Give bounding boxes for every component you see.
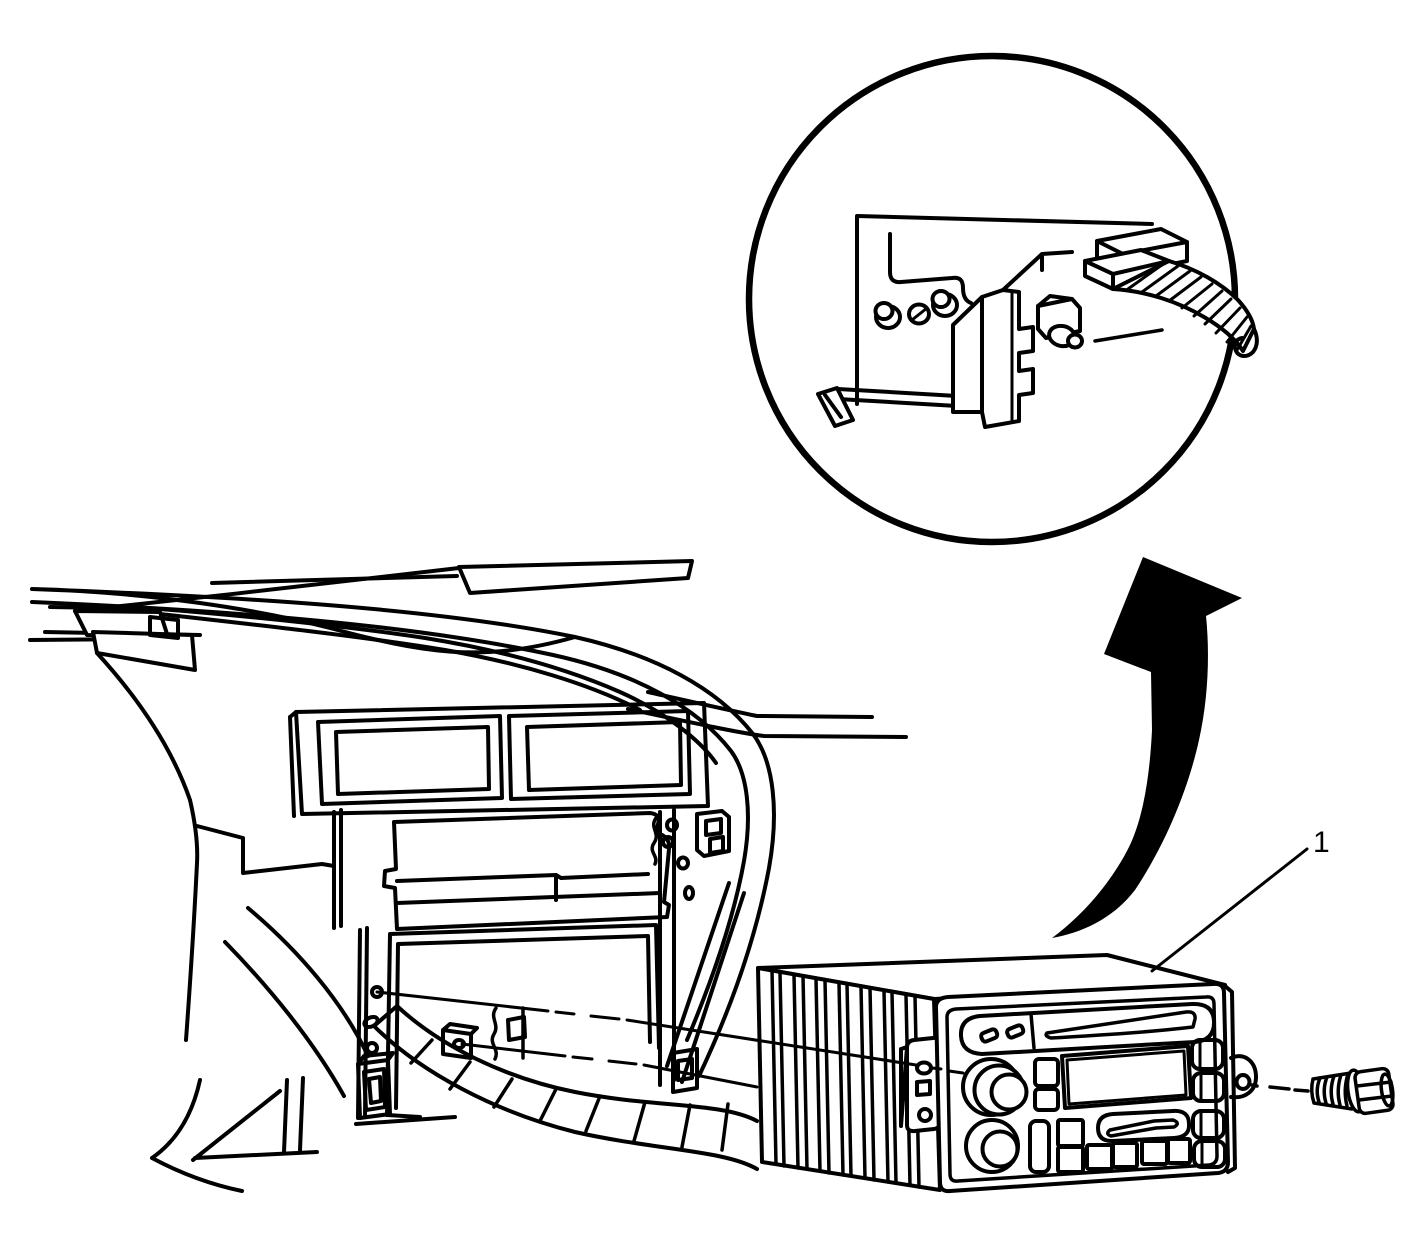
- dash-small-hole: [365, 1041, 379, 1055]
- harness-lower-edge: [372, 1024, 759, 1171]
- radio-display: [1060, 1044, 1193, 1110]
- tape-slot-opening: [1106, 1118, 1179, 1138]
- rear-panel: [855, 214, 1154, 406]
- alignment-leader-lines: [375, 990, 965, 1089]
- side-button[interactable]: [1190, 1038, 1225, 1071]
- lower-left-lines: [150, 1076, 319, 1193]
- wiring-harness: [372, 1004, 759, 1171]
- radio-cavity: [382, 811, 672, 931]
- detail-callout: [745, 52, 1259, 546]
- square-button[interactable]: [1166, 1137, 1192, 1165]
- eject-button[interactable]: [979, 1027, 1000, 1044]
- dash-screw-hole: [676, 855, 690, 871]
- leader-line-b: [460, 1042, 759, 1089]
- dash-connector-detail: [704, 817, 725, 855]
- zoom-arrow: [1052, 557, 1242, 938]
- wire-loom-tail: [1232, 327, 1259, 358]
- side-button[interactable]: [1191, 1071, 1226, 1103]
- screw-head-face: [1379, 1072, 1395, 1108]
- harness-upper-edge: [395, 1004, 759, 1123]
- screw-threads: [1315, 1072, 1350, 1108]
- rear-screw-slot: [910, 306, 929, 322]
- wire-squiggle: [650, 816, 659, 866]
- radio-display-inner: [1065, 1049, 1188, 1106]
- square-button[interactable]: [1111, 1141, 1139, 1169]
- harness-end: [372, 1004, 399, 1028]
- guide-stud-tip: [1066, 332, 1084, 350]
- right-vent-inner: [525, 720, 683, 792]
- comb-bracket: [980, 288, 1035, 429]
- line-art: 1: [28, 52, 1395, 1194]
- preset-button[interactable]: [1033, 1057, 1060, 1088]
- callout-1-label: 1: [1313, 826, 1330, 859]
- wire-loom-strands: [1126, 260, 1253, 352]
- rear-foot: [816, 386, 855, 428]
- dash-top-curve: [131, 609, 642, 712]
- tape-slot: [1096, 1108, 1192, 1143]
- lower-cavity: [385, 923, 661, 1117]
- mounting-screw: [1250, 1066, 1395, 1116]
- callout-1-leader: [1150, 847, 1309, 973]
- defroster-strip: [457, 559, 694, 595]
- ear-square-hole: [915, 1079, 932, 1097]
- volume-knob-face[interactable]: [989, 1072, 1029, 1112]
- rear-panel-flange: [888, 232, 973, 305]
- stack-frame: [332, 808, 369, 1120]
- right-vent: [507, 709, 692, 801]
- ear-lower-hole: [917, 1107, 933, 1123]
- side-button[interactable]: [1192, 1139, 1227, 1169]
- cd-slot-divider: [1029, 1012, 1036, 1050]
- square-button[interactable]: [1056, 1145, 1085, 1174]
- upper-left-diagonal: [73, 566, 461, 613]
- dash-step-lines: [195, 824, 336, 875]
- wire-flag: [506, 1015, 527, 1042]
- dash-end-cap-box: [148, 615, 180, 640]
- rear-bolt-head: [930, 289, 952, 309]
- screw-leader-dashes: [1250, 1083, 1310, 1093]
- door-sill-line: [646, 690, 874, 719]
- chassis-step: [1001, 250, 1074, 292]
- leader-line-a: [375, 990, 965, 1075]
- tall-button[interactable]: [1028, 1119, 1051, 1174]
- eject-button[interactable]: [1005, 1023, 1026, 1040]
- cd-slot-opening: [1044, 1010, 1197, 1040]
- instrument-panel: [28, 559, 908, 1193]
- callout-1: 1: [1150, 826, 1330, 973]
- wire-grommet: [661, 835, 675, 849]
- chassis-under-edge: [1093, 328, 1164, 343]
- dash-left-pillar: [95, 651, 200, 1042]
- screw-tab: [1229, 1054, 1258, 1100]
- switch-opening: [356, 1051, 395, 1120]
- screw-head-facets: [1355, 1080, 1394, 1102]
- radio-unit: [756, 953, 1258, 1194]
- lower-connector: [671, 1047, 699, 1094]
- screw-tab-hole: [1234, 1073, 1252, 1091]
- windshield-line: [210, 574, 459, 585]
- dash-screw-hole: [683, 885, 695, 901]
- left-vent-inner: [334, 725, 491, 796]
- dash-top-curve: [30, 600, 750, 1042]
- knee-bolster-curve: [223, 940, 346, 1098]
- side-button[interactable]: [1191, 1109, 1226, 1140]
- rear-bolt-head: [873, 301, 895, 321]
- left-vent: [316, 714, 504, 806]
- lower-cavity-bottom: [354, 1113, 457, 1126]
- faceplate-right-side: [1223, 984, 1237, 1174]
- harness-segments: [409, 1038, 730, 1152]
- preset-button[interactable]: [1033, 1087, 1060, 1112]
- cavity-shelf: [395, 872, 662, 905]
- cd-slot: [958, 1001, 1217, 1056]
- door-sill-line: [626, 707, 908, 739]
- vent-surround: [288, 701, 710, 818]
- tuner-knob-face[interactable]: [980, 1129, 1020, 1169]
- comb-bracket-side: [951, 295, 984, 414]
